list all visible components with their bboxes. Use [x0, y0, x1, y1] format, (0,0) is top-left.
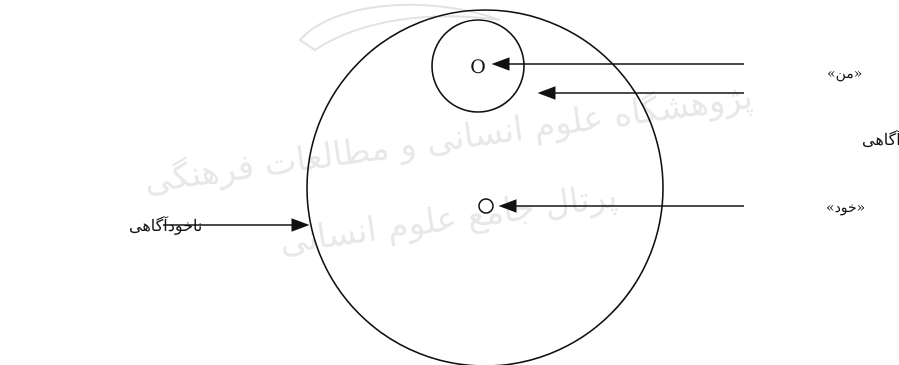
unconscious-label: ناخودآگاهی	[129, 215, 202, 235]
self-label: «خود»	[826, 200, 865, 216]
arrows	[163, 57, 744, 232]
conscious-label: خودآگاهی	[862, 129, 899, 149]
watermark-logo-shape	[298, 3, 501, 52]
arrow-self-head	[498, 199, 517, 213]
self-circle	[478, 198, 494, 214]
watermark-line-2: پرتال جامع علوم انسانی	[277, 176, 620, 263]
ego-circle	[431, 19, 525, 113]
watermark: پژوهشگاه علوم انسانی و مطالعات فرهنگی پر…	[142, 3, 755, 263]
ego-label: «من»	[827, 66, 862, 82]
arrow-unconscious-head	[291, 218, 310, 232]
arrow-conscious-head	[537, 86, 556, 100]
arrow-ego-head	[491, 57, 510, 71]
psyche-outer-circle	[306, 9, 664, 365]
ego-letter: O	[470, 56, 486, 78]
